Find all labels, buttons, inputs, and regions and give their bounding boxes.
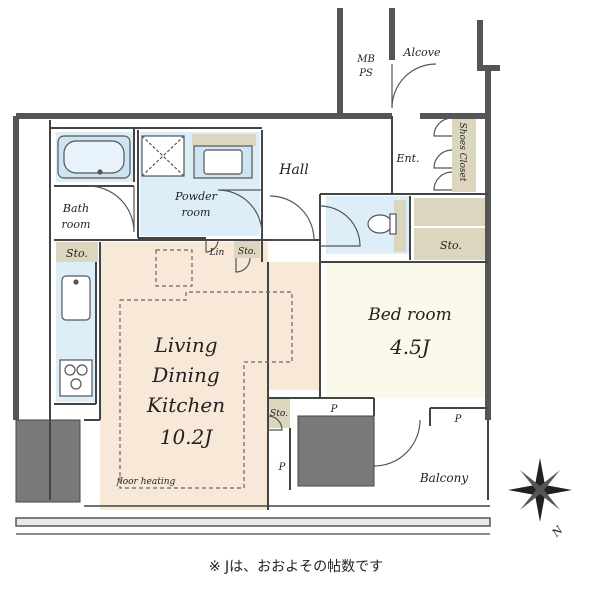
storage-small-label: Sto. [238, 247, 256, 257]
compass-north-label: N [549, 523, 566, 540]
powder-label-2: room [182, 206, 211, 219]
floor-heating-boundary [119, 291, 293, 489]
bedroom-label: Bed room [367, 305, 452, 325]
door-ldk-sto [267, 415, 283, 431]
hall-label: Hall [278, 162, 309, 178]
balcony-label: Balcony [419, 471, 468, 485]
door-shoes-2 [433, 149, 453, 169]
compass-rose [508, 458, 572, 522]
vanity-sink [193, 145, 253, 179]
columns [15, 415, 375, 503]
toilet [367, 213, 397, 235]
shoes-closet-fill [452, 116, 476, 192]
balcony-rail [15, 505, 491, 535]
powder-counter-fill [192, 134, 256, 146]
balcony-rail-lower [15, 517, 491, 527]
column-bottom-left [15, 419, 81, 503]
storage-small-fill [234, 240, 260, 258]
inner-walls [49, 116, 489, 510]
ldk-label-3: Kitchen [146, 393, 225, 417]
storage-bed-label: Sto. [440, 239, 462, 252]
mbps-label-2: PS [358, 68, 373, 79]
door-balcony [373, 419, 421, 467]
mbps-label-1: MB [356, 54, 375, 65]
powder-label-1: Powder [174, 190, 218, 203]
ldk-floor [100, 242, 268, 510]
storage-ldk-label: Sto. [270, 409, 288, 419]
door-lin [205, 239, 219, 253]
storage-left-label: Sto. [66, 247, 88, 260]
stove [59, 359, 93, 397]
floor-heating-label: floor heating [116, 477, 176, 487]
washer-pan [141, 135, 185, 177]
walls [13, 8, 500, 420]
ldk-size-label: 10.2J [160, 425, 214, 449]
ldk-floor-ext [268, 262, 320, 390]
door-hall [269, 195, 315, 241]
linen-label: Lin [209, 248, 225, 258]
door-toilet [319, 205, 361, 247]
bath-label-2: room [62, 218, 91, 231]
pipe-space-label-3: P [278, 462, 286, 473]
ldk-label-2: Dining [151, 363, 219, 387]
door-entrance [391, 63, 437, 109]
alcove-label: Alcove [403, 46, 441, 59]
pipe-space-label-1: P [330, 404, 338, 415]
storage-left-fill [56, 242, 98, 262]
tatami-footnote: ※ Jは、おおよその帖数です [208, 559, 384, 575]
door-shoes-1 [433, 117, 453, 137]
storage-bed-top-fill [414, 198, 488, 226]
toilet-storage-fill [394, 200, 406, 252]
ldk-label-1: Living [153, 333, 217, 357]
doors [87, 63, 453, 467]
bedroom-floor [326, 262, 488, 398]
door-storage-small [235, 257, 251, 273]
door-powder [217, 189, 263, 235]
column-center [297, 415, 375, 487]
bedroom-size-label: 4.5J [389, 335, 431, 359]
storage-ldk-fill [268, 398, 290, 428]
kitchen-sink [61, 275, 91, 321]
labels: MB PS Alcove Shoes Closet Ent. Hall Powd… [62, 46, 566, 540]
bathtub [57, 135, 131, 179]
door-shoes-3 [433, 171, 453, 191]
bath-label-1: Bath [62, 202, 89, 215]
storage-bed-fill [414, 228, 488, 260]
entrance-label: Ent. [395, 152, 419, 165]
door-bath [87, 185, 135, 233]
pipe-space-label-2: P [454, 414, 462, 425]
shoes-closet-label: Shoes Closet [457, 123, 467, 182]
ldk-dashed-square [155, 249, 193, 287]
